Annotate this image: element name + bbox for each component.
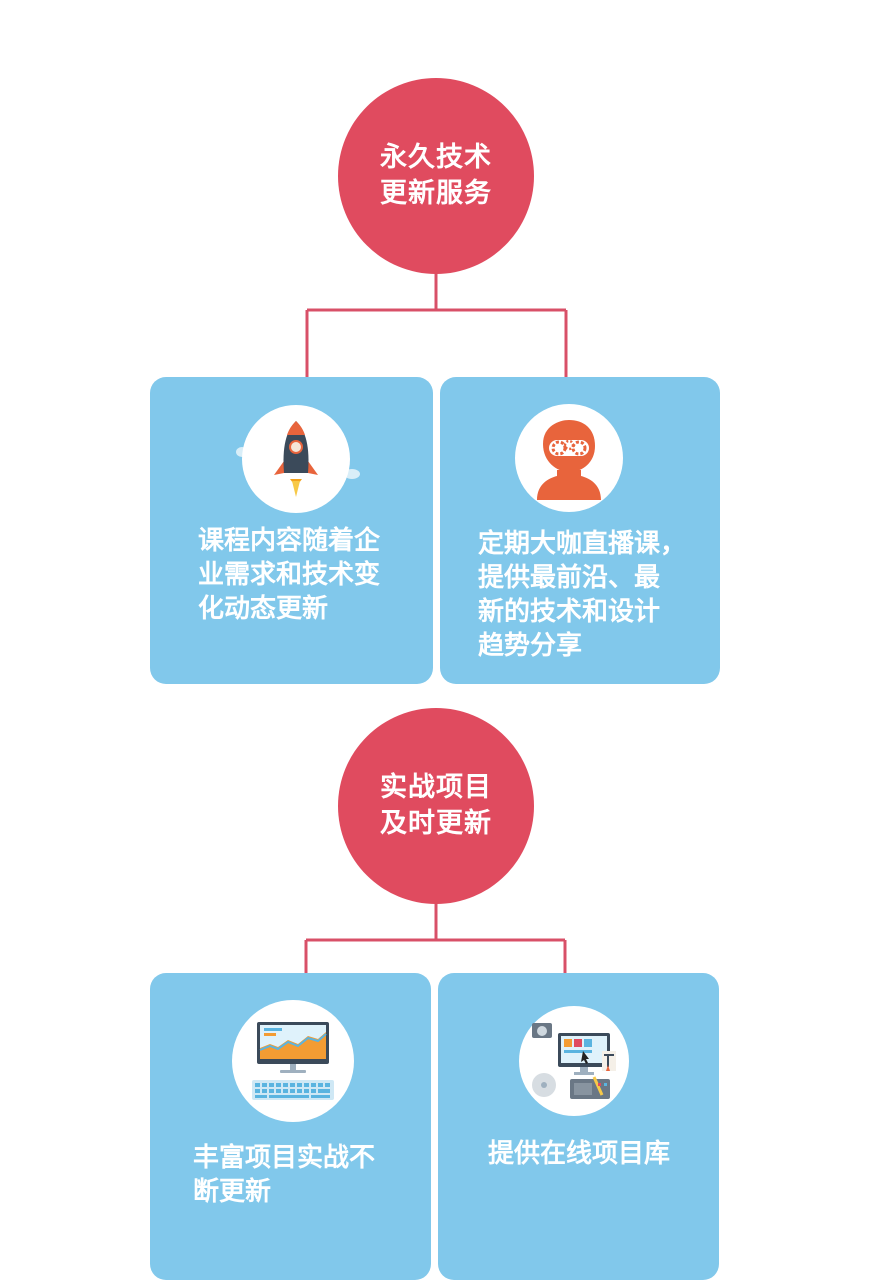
hub-line: 更新服务 [380,178,492,209]
card-text-line: 业需求和技术变 [198,560,381,590]
card-text-line: 提供在线项目库 [488,1139,671,1169]
icon-circle [232,1000,354,1122]
card-text: 定期大咖直播课， 提供最前沿、最 新的技术和设计 趋势分享 [478,527,686,663]
hub-circle-project-updates: 实战项目 及时更新 [338,708,534,904]
icon-circle [519,1006,629,1116]
card-course-updates: 课程内容随着企 业需求和技术变 化动态更新 [150,377,433,684]
cloud-decoration [344,469,360,479]
card-text-line: 课程内容随着企 [198,526,381,556]
card-text: 提供在线项目库 [488,1137,670,1171]
card-text-line: 提供最前沿、最 [478,563,661,593]
card-text-line: 化动态更新 [198,594,329,624]
card-project-library: 提供在线项目库 [438,973,719,1280]
card-project-practice: 丰富项目实战不 断更新 [150,973,431,1280]
hub-line: 实战项目 [380,772,492,803]
design-tools-icon [532,1023,616,1099]
hub-circle-tech-updates: 永久技术 更新服务 [338,78,534,274]
icon-circle [515,404,623,512]
card-text: 课程内容随着企 业需求和技术变 化动态更新 [198,524,380,626]
hub-line: 永久技术 [380,142,492,173]
monitor-chart-icon [252,1022,334,1100]
card-live-courses: 定期大咖直播课， 提供最前沿、最 新的技术和设计 趋势分享 [440,377,720,684]
hub-line: 及时更新 [380,808,492,839]
card-text-line: 定期大咖直播课， [478,529,687,559]
card-text-line: 丰富项目实战不 [193,1143,376,1173]
brain-gears-icon [537,420,601,500]
card-text-line: 趋势分享 [478,631,583,661]
rocket-icon [274,421,318,497]
card-text: 丰富项目实战不 断更新 [193,1141,375,1209]
card-text-line: 断更新 [193,1177,272,1207]
card-text-line: 新的技术和设计 [478,597,661,627]
icon-circle [242,405,350,513]
